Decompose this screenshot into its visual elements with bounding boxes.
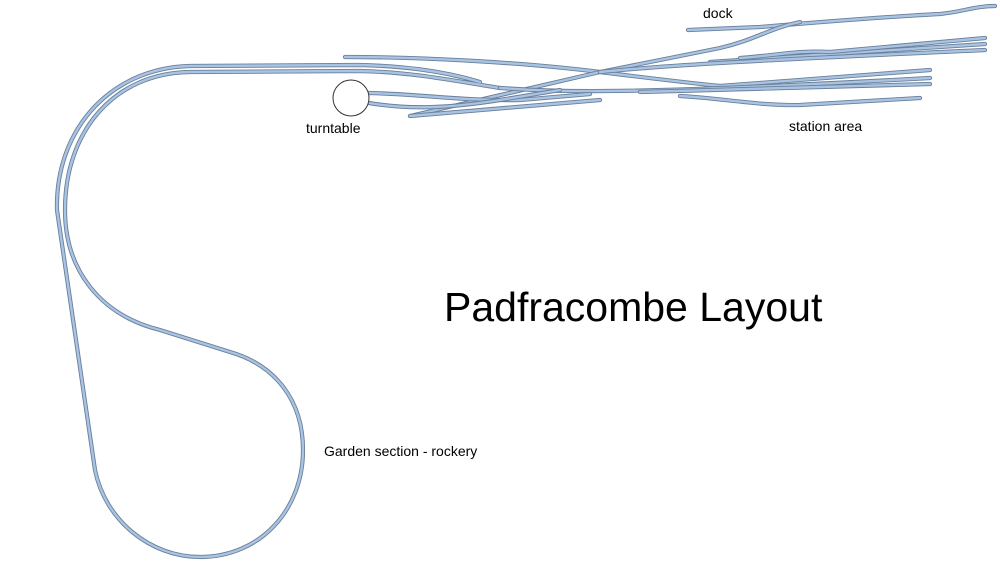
headshunt-track-rail	[343, 55, 932, 88]
station-road-5	[637, 81, 933, 95]
page-title: Padfracombe Layout	[444, 284, 823, 330]
station-road-2-rail	[738, 36, 987, 60]
turntable-road-2	[366, 87, 563, 110]
dock-connection-track	[407, 19, 803, 119]
station-road-4	[497, 75, 933, 94]
turntable-road-1	[365, 90, 593, 103]
station-road-6	[677, 93, 923, 108]
siding-track	[407, 97, 603, 119]
station-road-6-rail	[678, 94, 922, 107]
dock-track-rail	[685, 3, 998, 33]
station-road-4-rail	[498, 76, 932, 93]
station-road-3	[597, 47, 988, 75]
dock-connection-track-rail	[408, 20, 802, 118]
main-loop-track-rail	[54, 62, 503, 560]
main-loop-track	[54, 62, 503, 560]
turntable-circle	[332, 79, 370, 117]
headshunt-track	[342, 54, 933, 89]
dock-track	[685, 3, 998, 33]
station-road-5-rail	[638, 82, 932, 94]
main-loop-track-rail	[55, 63, 502, 559]
turntable-road-2-rail	[367, 88, 562, 109]
dock-label: dock	[703, 5, 733, 21]
siding-track-rail	[408, 98, 602, 118]
station-area-label: station area	[789, 118, 863, 134]
garden-section-label: Garden section - rockery	[324, 443, 478, 459]
turntable-label: turntable	[306, 120, 361, 136]
station-road-2	[737, 35, 988, 61]
station-road-3-rail	[598, 48, 987, 74]
